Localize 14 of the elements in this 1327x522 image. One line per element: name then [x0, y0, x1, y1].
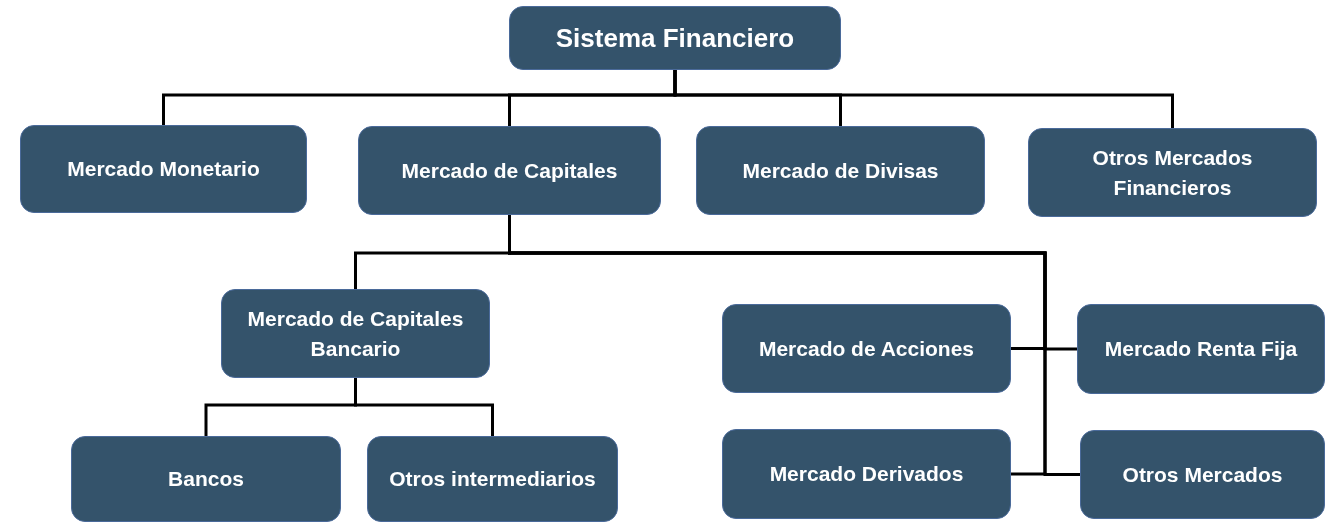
process-box: Sistema Financiero: [509, 6, 841, 70]
process-box: Otros intermediarios: [367, 436, 618, 522]
process-box: Otros Mercados: [1080, 430, 1325, 519]
connector-line: [673, 70, 1174, 128]
connector-line: [354, 378, 494, 436]
process-box: Mercado de Acciones: [722, 304, 1011, 393]
process-box: Otros Mercados Financieros: [1028, 128, 1317, 217]
process-box: Bancos: [71, 436, 341, 522]
process-box: Mercado Monetario: [20, 125, 307, 213]
process-box: Mercado Derivados: [722, 429, 1011, 519]
process-box: Mercado de Divisas: [696, 126, 985, 215]
process-box: Mercado de Capitales Bancario: [221, 289, 490, 378]
process-box: Mercado Renta Fija: [1077, 304, 1325, 394]
process-box: Mercado de Capitales: [358, 126, 661, 215]
